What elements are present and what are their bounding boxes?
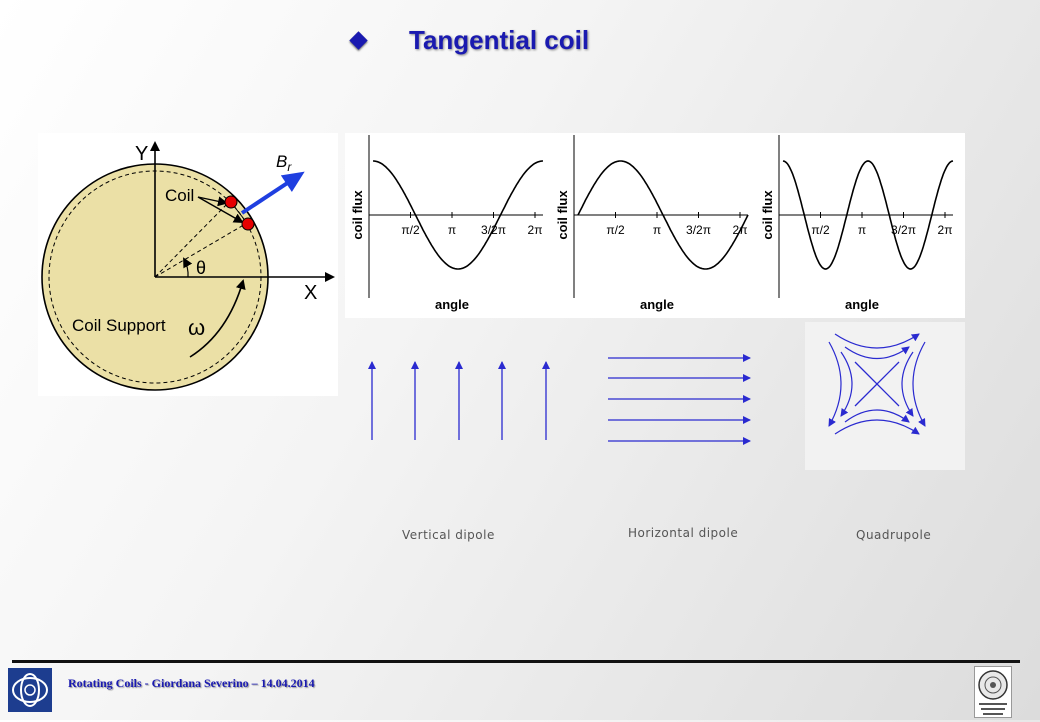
x-axis-label: X — [304, 282, 317, 304]
plot-tick-label: π — [653, 223, 661, 237]
cern-logo — [8, 668, 52, 712]
plot-tick-label: 3/2π — [891, 223, 916, 237]
flux-plots: π/2 π 3/2π 2π coil flux angle π/2 π 3/2π 2π coil f… — [350, 135, 954, 312]
vertical-dipole-field — [368, 361, 550, 440]
footer-divider — [12, 660, 1020, 663]
quadrupole-field-line — [840, 351, 853, 417]
university-of-salerno-logo — [974, 666, 1012, 718]
flux-curve — [782, 160, 954, 270]
plot-x-label: angle — [435, 297, 469, 312]
plot-y-label: coil flux — [555, 190, 570, 240]
plot-y-label: coil flux — [350, 190, 365, 240]
quadrupole-field-line — [844, 346, 910, 359]
omega-rotation-arrow — [189, 279, 246, 358]
omega-label: ω — [188, 315, 205, 340]
plot-tick-label: 2π — [938, 223, 953, 237]
quadrupole-field-line — [912, 341, 926, 427]
coil-support-label: Coil Support — [72, 316, 166, 335]
plot-x-label: angle — [640, 297, 674, 312]
theta-label: θ — [196, 258, 206, 278]
flux-plots-panel: π/2 π 3/2π 2π coil flux angle π/2 π 3/2π 2π coil f… — [345, 133, 965, 318]
plot-tick-label: 2π — [528, 223, 543, 237]
plot-tick-label: π/2 — [606, 223, 625, 237]
diamond-bullet-icon — [349, 30, 368, 50]
quadrupole-field-line — [834, 419, 920, 435]
flux-curve — [577, 160, 749, 270]
quadrupole-field-line — [828, 341, 842, 427]
quadrupole-field-line — [844, 409, 910, 423]
quadrupole-field-panel — [805, 322, 965, 470]
coil-pointer-1 — [197, 196, 228, 207]
title-row: Tangential coil — [349, 24, 590, 56]
quadrupole-field — [828, 333, 926, 435]
plot-x-label: angle — [845, 297, 879, 312]
coil-diagram-panel: Y X Coil Br θ Coil Support ω — [38, 133, 338, 396]
coil-wire-2 — [241, 217, 255, 231]
plot-tick-label: 3/2π — [686, 223, 711, 237]
quadrupole-field-line — [901, 351, 914, 417]
br-field-arrow — [240, 171, 305, 215]
theta-arc — [183, 257, 193, 278]
cern-logo-icon — [12, 673, 48, 707]
quadrupole-field-line — [834, 333, 920, 349]
coil-label: Coil — [165, 186, 194, 205]
footer-text: Rotating Coils - Giordana Severino – 14.… — [68, 676, 315, 690]
plot-y-label: coil flux — [760, 190, 775, 240]
slide-title: Tangential coil — [409, 24, 590, 55]
y-axis-label: Y — [135, 143, 148, 165]
vertical-dipole-caption: Vertical dipole — [402, 528, 495, 542]
flux-curve — [373, 160, 543, 270]
coil-radius-line-1 — [154, 200, 231, 278]
university-seal-icon — [978, 670, 1008, 715]
quadrupole-separatrix — [854, 361, 900, 407]
horizontal-dipole-field — [608, 354, 751, 445]
coil-radius-line-2 — [154, 222, 248, 278]
plot-tick-label: π — [858, 223, 866, 237]
horizontal-dipole-caption: Horizontal dipole — [628, 526, 739, 540]
plot-tick-label: π/2 — [401, 223, 420, 237]
coil-wire-1 — [224, 195, 238, 209]
coil-diagram: Y X Coil Br θ Coil Support ω — [41, 141, 335, 391]
plot-tick-label: π/2 — [811, 223, 830, 237]
flux-plot-quadrupole: π/2 π 3/2π 2π coil flux angle — [760, 135, 954, 312]
coil-pointer-2 — [197, 196, 244, 223]
plot-tick-label: π — [448, 223, 456, 237]
br-label: Br — [276, 152, 292, 174]
quadrupole-caption: Quadrupole — [856, 528, 932, 542]
